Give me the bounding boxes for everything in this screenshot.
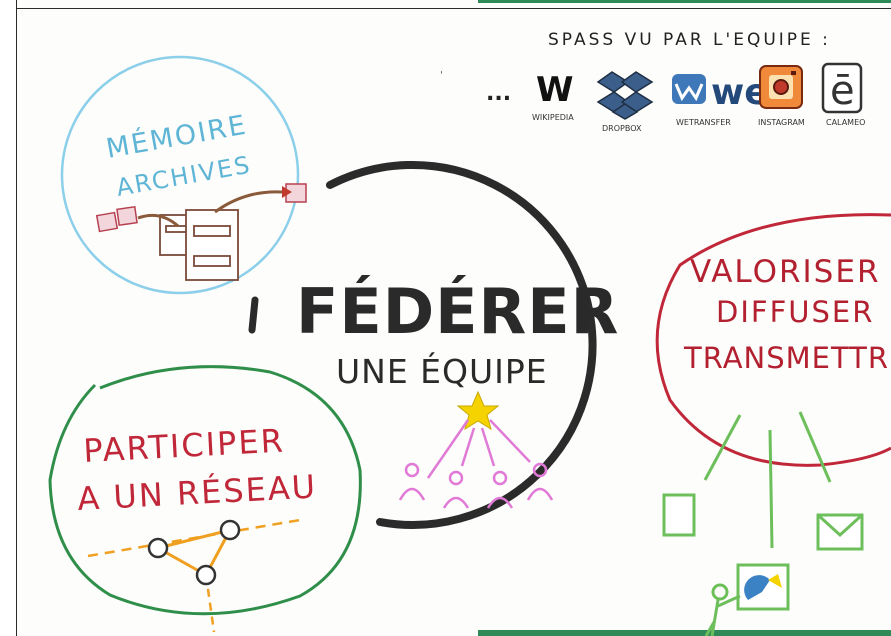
participer-title: PARTICIPER xyxy=(82,421,285,469)
top-accent-bar xyxy=(478,0,891,3)
dropbox-label: DROPBOX xyxy=(602,124,642,133)
top-frame-border xyxy=(16,8,891,9)
archive-cabinet-icon xyxy=(159,209,239,281)
reseau-title: A UN RÉSEAU xyxy=(76,467,318,518)
mail-icon xyxy=(816,513,864,551)
center-ring xyxy=(326,160,597,529)
header-title: SPASS VU PAR L'EQUIPE : xyxy=(548,30,831,50)
center-ring-tick xyxy=(248,296,259,334)
arrow-head-icon xyxy=(282,186,292,198)
instagram-label: INSTAGRAM xyxy=(758,118,805,127)
header-ellipsis: ... xyxy=(486,81,511,106)
network-icon xyxy=(87,518,301,633)
wikipedia-label: WIKIPEDIA xyxy=(532,113,574,122)
star-icon xyxy=(456,390,500,431)
bottom-accent-bar xyxy=(478,630,891,636)
document-icon xyxy=(662,493,696,537)
participer-circle xyxy=(48,365,362,616)
memoire-circle xyxy=(60,55,300,295)
diffuser-title: DIFFUSER xyxy=(716,295,874,329)
svg-text:W: W xyxy=(536,70,574,110)
valoriser-title: VALORISER xyxy=(690,254,880,290)
calameo-icon: ē xyxy=(821,62,863,114)
team-people-icon xyxy=(398,419,554,509)
share-arrows xyxy=(703,411,832,549)
document-icon xyxy=(95,183,307,233)
calameo-label: CALAMEO xyxy=(826,118,865,127)
wikipedia-icon: W xyxy=(536,70,574,110)
archive-arrow-in xyxy=(137,213,179,228)
presentation-icon xyxy=(704,563,790,636)
wetransfer-label: WETRANSFER xyxy=(676,118,731,127)
dropbox-icon xyxy=(596,71,654,120)
wetransfer-icon: we xyxy=(672,72,769,113)
federer-title: FÉDÉRER xyxy=(296,275,619,348)
valoriser-circle xyxy=(655,213,891,467)
equipe-subtitle: UNE ÉQUIPE xyxy=(336,351,548,391)
transmettre-title: TRANSMETTRE xyxy=(683,341,891,375)
svg-text:ē: ē xyxy=(830,68,855,114)
stray-mark: ' xyxy=(440,70,443,81)
archive-arrow-out xyxy=(214,190,283,214)
instagram-icon xyxy=(759,65,803,109)
left-frame-border xyxy=(0,0,17,636)
